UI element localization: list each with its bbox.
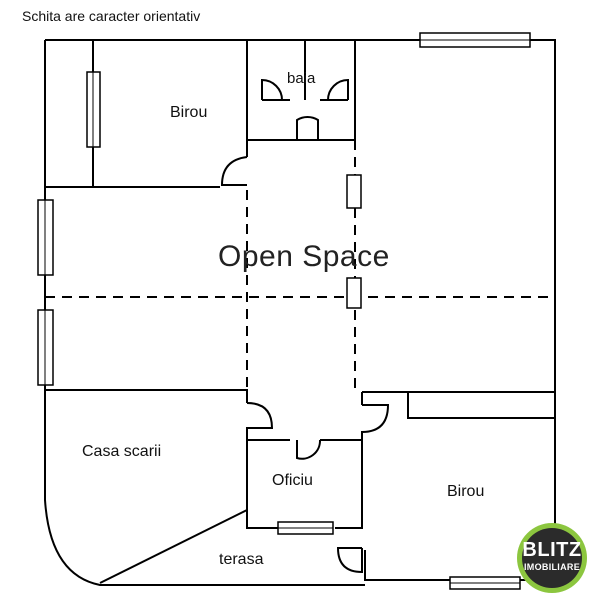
disclaimer-note: Schita are caracter orientativ [22,8,201,24]
outer-wall [44,39,556,586]
wall-casa [45,389,248,403]
room-label-oficiu: Oficiu [272,472,313,489]
wall-baia [247,40,356,141]
window-center-1 [346,174,362,209]
wall-oficiu [246,439,363,529]
door-baia-left [261,78,290,101]
door-terasa [336,547,363,574]
logo-text-imobiliare: IMOBILIARE [524,562,580,572]
door-birou-bottom [361,404,390,440]
room-label-birou-top: Birou [170,104,208,121]
room-label-open-space: Open Space [218,240,390,273]
wall-birou-top [45,40,248,188]
logo-text-blitz: BLITZ [522,539,582,561]
door-baia-lower [296,116,319,140]
wall-terasa-diagonal [99,509,248,584]
room-label-terasa: terasa [219,551,264,568]
room-label-baia: baia [287,70,316,87]
logo-mark [517,523,587,593]
room-label-casa-scarii: Casa scarii [82,443,162,460]
window-center-2 [346,277,362,309]
room-label-birou-bottom: Birou [447,483,485,500]
wall-birou-bottom [361,391,555,419]
door-oficiu [296,439,322,460]
door-casa [246,402,274,440]
door-birou-top [220,156,248,186]
door-baia-right [320,78,349,101]
